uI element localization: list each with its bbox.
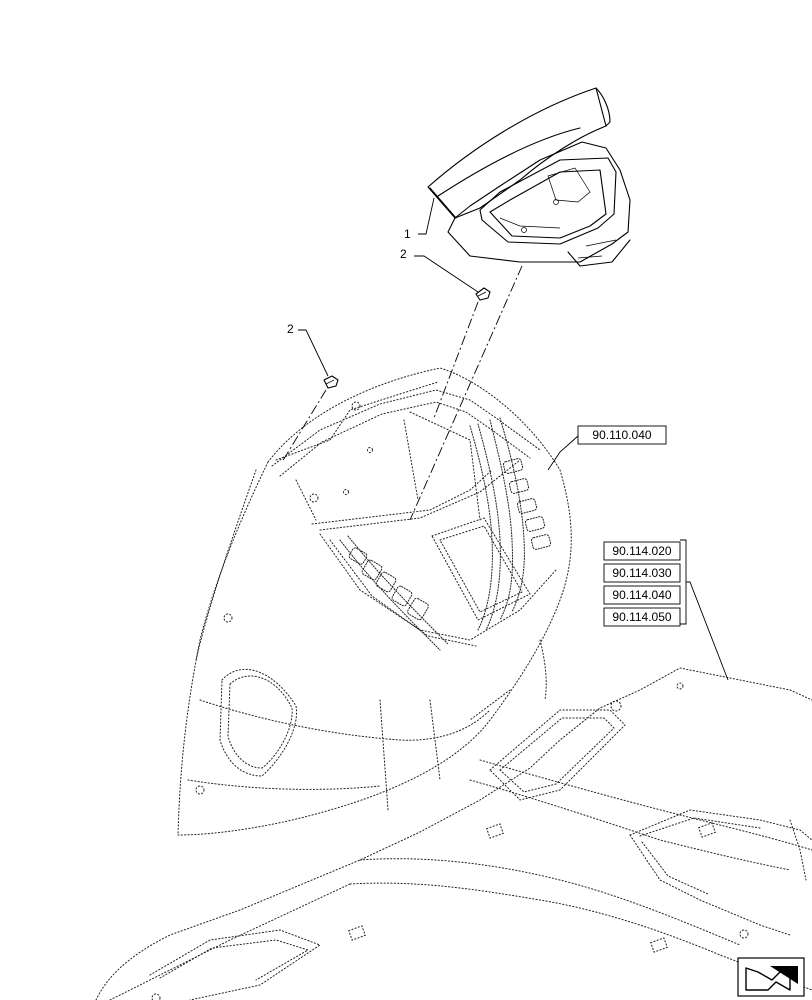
leader-part2-upper xyxy=(414,255,479,293)
callout-part-1: 1 xyxy=(404,227,411,241)
callout-part-2-lower: 2 xyxy=(287,322,294,336)
ref-box-floor-4[interactable]: 90.114.050 xyxy=(603,607,681,627)
ref-floor-label-1: 90.114.020 xyxy=(612,544,671,558)
ref-box-floor-3[interactable]: 90.114.040 xyxy=(603,585,681,605)
leader-part1 xyxy=(418,197,435,235)
callout-part-2-upper: 2 xyxy=(400,247,407,261)
part-2-clip-lower xyxy=(323,375,339,389)
assembly-line-part1 xyxy=(409,265,523,521)
ref-floor-label-3: 90.114.040 xyxy=(612,588,671,602)
leader-ref-console xyxy=(547,435,579,471)
ref-box-floor-2[interactable]: 90.114.030 xyxy=(603,563,681,583)
leader-ref-floor xyxy=(680,539,729,681)
next-page-arrow-icon[interactable] xyxy=(737,957,805,997)
part-1-cover xyxy=(427,87,631,267)
ref-floor-label-4: 90.114.050 xyxy=(612,610,671,624)
ref-box-floor-1[interactable]: 90.114.020 xyxy=(603,541,681,561)
switch-slots-right xyxy=(502,458,552,550)
part-2-clip-upper xyxy=(475,287,491,301)
ref-console-label: 90.110.040 xyxy=(592,428,651,442)
console-body xyxy=(177,367,572,836)
floor-plate xyxy=(95,667,812,1000)
assembly-line-clip-upper xyxy=(433,301,479,419)
ref-box-floor-group: 90.114.020 90.114.030 90.114.040 90.114.… xyxy=(603,541,681,627)
leader-part2-lower xyxy=(298,329,329,377)
ref-floor-label-2: 90.114.030 xyxy=(612,566,671,580)
switch-slots-left xyxy=(348,547,429,621)
ref-box-console[interactable]: 90.110.040 xyxy=(577,425,667,445)
